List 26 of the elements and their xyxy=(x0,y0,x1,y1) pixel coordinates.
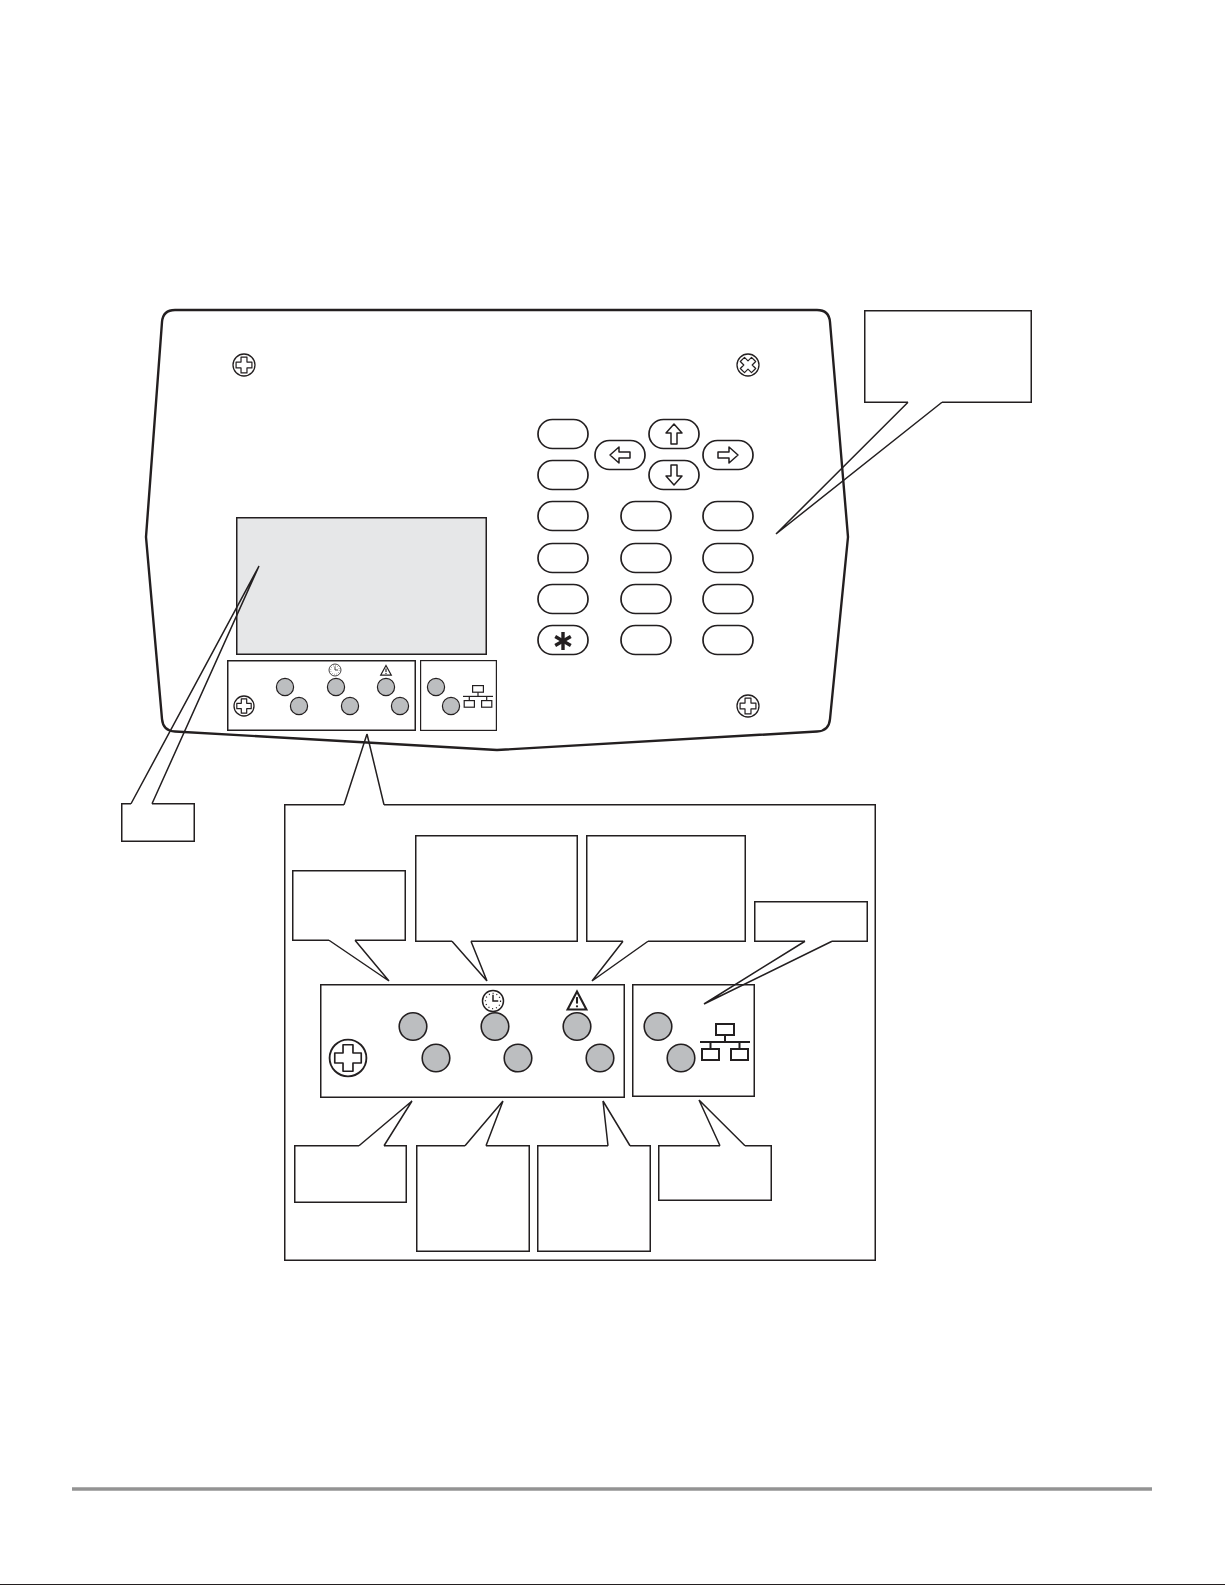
callout-pointer xyxy=(464,1100,504,1147)
callout-pointer xyxy=(328,939,390,982)
callout-box xyxy=(415,835,578,942)
callout-box xyxy=(864,310,1032,403)
callout-pointer xyxy=(703,940,833,1005)
callout-box xyxy=(586,835,746,942)
callout-box xyxy=(658,1145,772,1201)
callout-pointer xyxy=(358,1100,413,1147)
callout-pointer xyxy=(130,565,260,805)
callout-box xyxy=(294,1145,407,1203)
callout-pointer xyxy=(343,733,385,806)
callout-pointer xyxy=(602,1100,631,1147)
callout-pointer xyxy=(451,940,488,982)
display-screen xyxy=(236,517,487,655)
callout-pointer xyxy=(591,940,649,982)
callout-pointer xyxy=(775,401,943,535)
led-panel xyxy=(227,660,416,731)
callout-pointer xyxy=(698,1099,746,1147)
network-panel xyxy=(632,984,755,1097)
led-panel xyxy=(320,984,625,1098)
callout-box xyxy=(416,1145,530,1252)
detail-view-frame xyxy=(284,804,876,1261)
callout-box xyxy=(754,901,868,942)
callout-box xyxy=(537,1145,651,1252)
callout-box xyxy=(292,870,406,941)
callout-box xyxy=(121,803,195,842)
